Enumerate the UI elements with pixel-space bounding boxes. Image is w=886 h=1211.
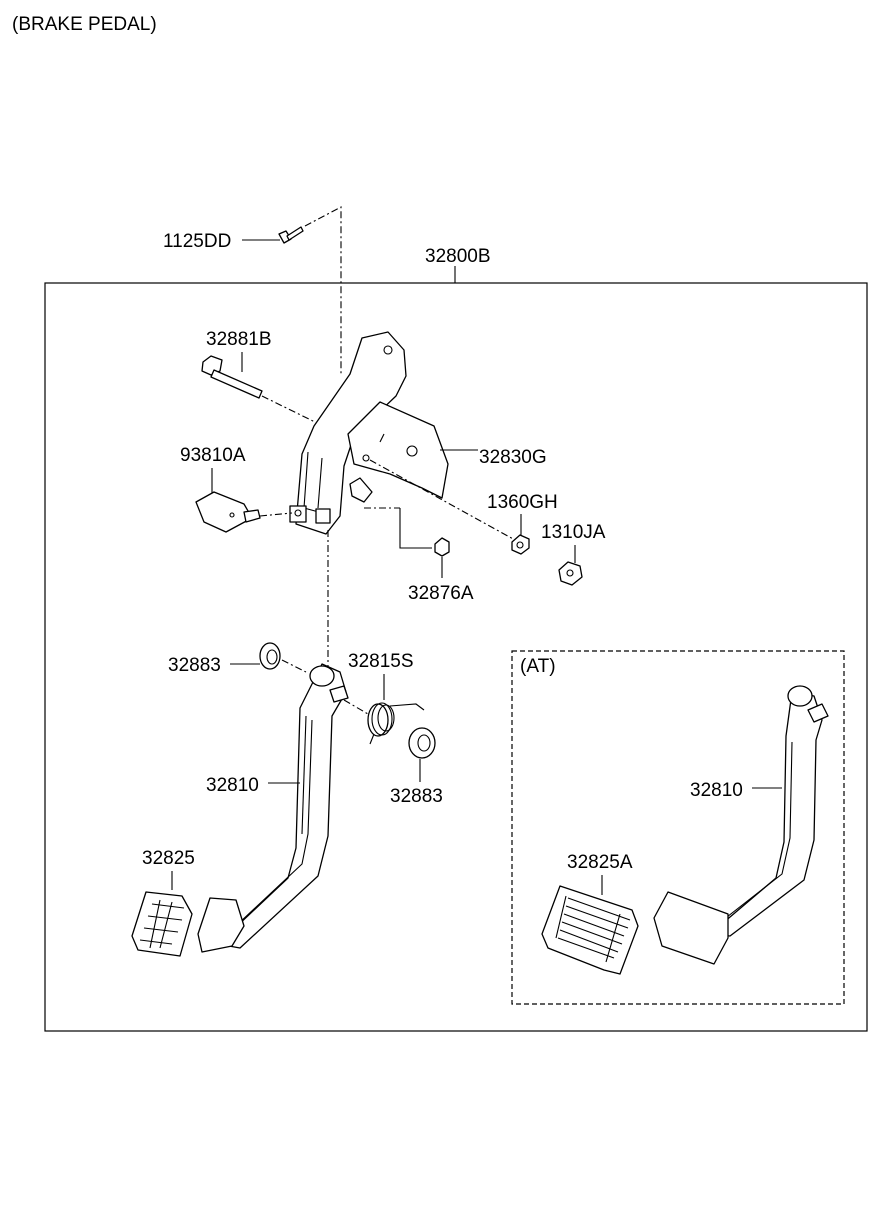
label-32825: 32825 [142, 848, 195, 869]
at-brake-pedal-arm-icon [653, 685, 829, 965]
dashline-spring [343, 699, 369, 715]
return-spring-icon [367, 702, 425, 745]
label-1310JA: 1310JA [541, 522, 606, 543]
label-32883-bottom: 32883 [390, 786, 443, 807]
at-pedal-pad-icon [541, 885, 639, 975]
bolt-32881B-icon [201, 355, 263, 399]
at-variant-frame [511, 650, 845, 1005]
dashline-1125DD [304, 206, 342, 375]
dashline-1360GH [369, 459, 516, 541]
assembly-frame [44, 282, 868, 1032]
label-32881B: 32881B [206, 329, 272, 350]
label-32810: 32810 [206, 775, 259, 796]
nut-1310JA-icon [558, 561, 583, 586]
label-at: (AT) [520, 656, 556, 677]
label-32876A: 32876A [408, 583, 474, 604]
brake-pedal-arm-icon [197, 663, 349, 953]
dashline-32876A-b [399, 508, 432, 549]
label-32800B: 32800B [425, 246, 491, 267]
pedal-bracket-icon [289, 331, 449, 535]
label-32883-top: 32883 [168, 655, 221, 676]
label-93810A: 93810A [180, 445, 246, 466]
stopper-32876A-icon [434, 537, 450, 557]
dashline-93810A [259, 512, 293, 517]
bushing-bottom-icon [408, 727, 436, 759]
label-32815S: 32815S [348, 651, 414, 672]
label-32810-at: 32810 [690, 780, 743, 801]
label-32830G: 32830G [479, 447, 547, 468]
nut-1360GH-icon [511, 534, 530, 555]
pedal-pad-icon [131, 891, 193, 957]
label-1360GH: 1360GH [487, 492, 558, 513]
dashline-bushing-top [281, 659, 307, 673]
diagram-title: (BRAKE PEDAL) [12, 14, 157, 35]
bushing-top-icon [259, 642, 281, 670]
bolt-1125DD-icon [278, 226, 304, 244]
label-32825A: 32825A [567, 852, 633, 873]
label-1125DD: 1125DD [163, 231, 231, 252]
brake-switch-icon [195, 491, 261, 533]
